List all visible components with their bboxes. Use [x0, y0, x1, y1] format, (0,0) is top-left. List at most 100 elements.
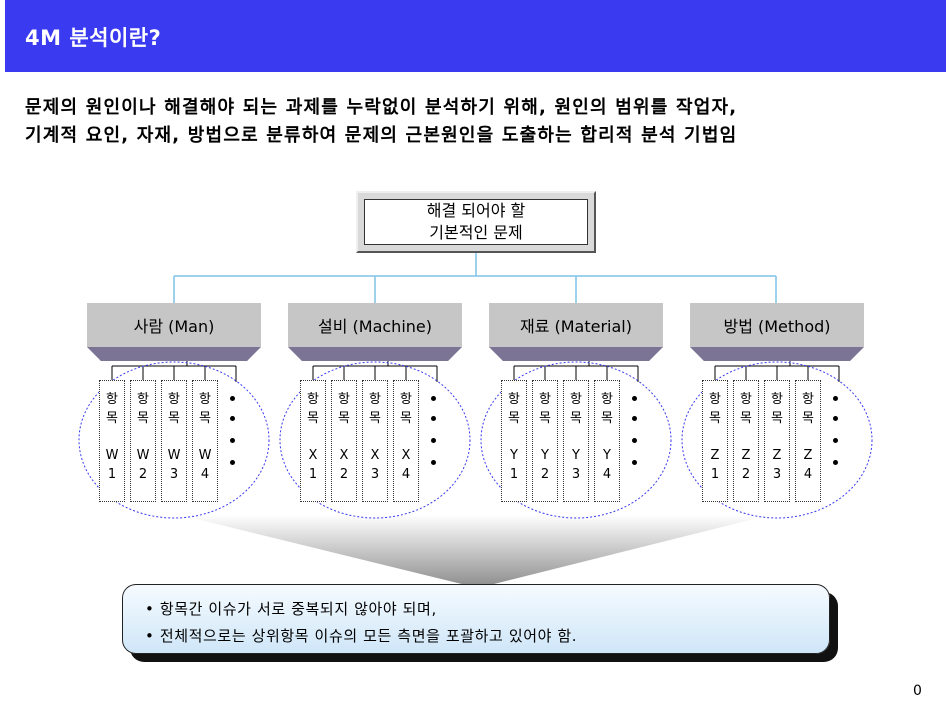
item-char: 목	[802, 411, 814, 426]
group-ellipses	[78, 361, 873, 519]
item-char: 항	[802, 392, 814, 407]
root-problem-box: 해결 되어야 할 기본적인 문제	[356, 191, 596, 253]
item-char: 목	[137, 411, 149, 426]
item-char: Y	[572, 448, 580, 463]
item-char: W	[198, 448, 212, 463]
item-char: 목	[601, 411, 613, 426]
summary-line-1: • 항목간 이슈가 서로 중복되지 않아야 되며,	[145, 600, 437, 618]
category-method: 방법 (Method)	[690, 303, 864, 361]
item-char: 항	[740, 392, 752, 407]
category-label: 사람 (Man)	[87, 303, 261, 347]
more-items-dots	[230, 380, 240, 502]
item-char: W	[167, 448, 181, 463]
item-char: 목	[771, 411, 783, 426]
item-char: Z	[772, 448, 782, 463]
item-char: 3	[571, 467, 581, 482]
category-material: 재료 (Material)	[489, 303, 663, 361]
item-char: 항	[539, 392, 551, 407]
item-char: X	[339, 448, 349, 463]
item-char: 1	[107, 467, 117, 482]
item-char: W	[105, 448, 119, 463]
more-items-dots	[632, 380, 642, 502]
item-char: X	[401, 448, 411, 463]
item-char: 항	[168, 392, 180, 407]
item-char: X	[370, 448, 380, 463]
summary-box: • 항목간 이슈가 서로 중복되지 않아야 되며, • 전체적으로는 상위항목 …	[122, 584, 830, 654]
root-line-2: 기본적인 문제	[429, 223, 523, 242]
group-ellipse	[681, 361, 873, 519]
summary-line-2: • 전체적으로는 상위항목 이슈의 모든 측면을 포괄하고 있어야 함.	[145, 627, 578, 645]
category-label: 설비 (Machine)	[288, 303, 462, 347]
item-char: 항	[106, 392, 118, 407]
item-char: 항	[709, 392, 721, 407]
item-char: 항	[369, 392, 381, 407]
more-items-dots	[833, 380, 843, 502]
more-items-dots	[431, 380, 441, 502]
item-char: 목	[709, 411, 721, 426]
item-char: 목	[539, 411, 551, 426]
item-char: 2	[540, 467, 550, 482]
item-char: 항	[601, 392, 613, 407]
item-char: 1	[509, 467, 519, 482]
item-char: 2	[138, 467, 148, 482]
category-label: 재료 (Material)	[489, 303, 663, 347]
description: 문제의 원인이나 해결해야 되는 과제를 누락없이 분석하기 위해, 원인의 범…	[25, 94, 925, 150]
item-char: 항	[771, 392, 783, 407]
item-char: 2	[741, 467, 751, 482]
group-ellipse	[480, 361, 672, 519]
item-char: 항	[307, 392, 319, 407]
item-char: Z	[741, 448, 751, 463]
item-char: 1	[308, 467, 318, 482]
page-number: 0	[913, 683, 922, 699]
tree-lines	[173, 253, 777, 303]
item-char: Z	[803, 448, 813, 463]
item-char: 목	[106, 411, 118, 426]
item-char: 3	[169, 467, 179, 482]
item-char: 3	[370, 467, 380, 482]
branch-lines	[111, 358, 840, 382]
group-ellipse	[78, 361, 270, 519]
category-label: 방법 (Method)	[690, 303, 864, 347]
item-char: X	[308, 448, 318, 463]
item-char: 목	[740, 411, 752, 426]
item-char: 목	[168, 411, 180, 426]
description-line-2: 기계적 요인, 자재, 방법으로 분류하여 문제의 근본원인을 도출하는 합리적…	[25, 125, 738, 146]
item-char: 항	[400, 392, 412, 407]
item-char: Y	[603, 448, 611, 463]
item-char: 목	[199, 411, 211, 426]
item-char: 목	[570, 411, 582, 426]
page-title: 4M 분석이란?	[25, 26, 162, 50]
item-char: Y	[541, 448, 549, 463]
item-char: 항	[199, 392, 211, 407]
item-char: 항	[570, 392, 582, 407]
item-char: 2	[339, 467, 349, 482]
funnel-arrow	[180, 515, 770, 588]
item-char: Z	[710, 448, 720, 463]
root-line-1: 해결 되어야 할	[426, 201, 526, 220]
item-char: 목	[400, 411, 412, 426]
item-char: 목	[307, 411, 319, 426]
item-char: 4	[602, 467, 612, 482]
description-line-1: 문제의 원인이나 해결해야 되는 과제를 누락없이 분석하기 위해, 원인의 범…	[25, 97, 738, 118]
item-char: 항	[508, 392, 520, 407]
category-man: 사람 (Man)	[87, 303, 261, 361]
category-machine: 설비 (Machine)	[288, 303, 462, 361]
item-char: 1	[710, 467, 720, 482]
item-char: Y	[510, 448, 518, 463]
item-char: 3	[772, 467, 782, 482]
